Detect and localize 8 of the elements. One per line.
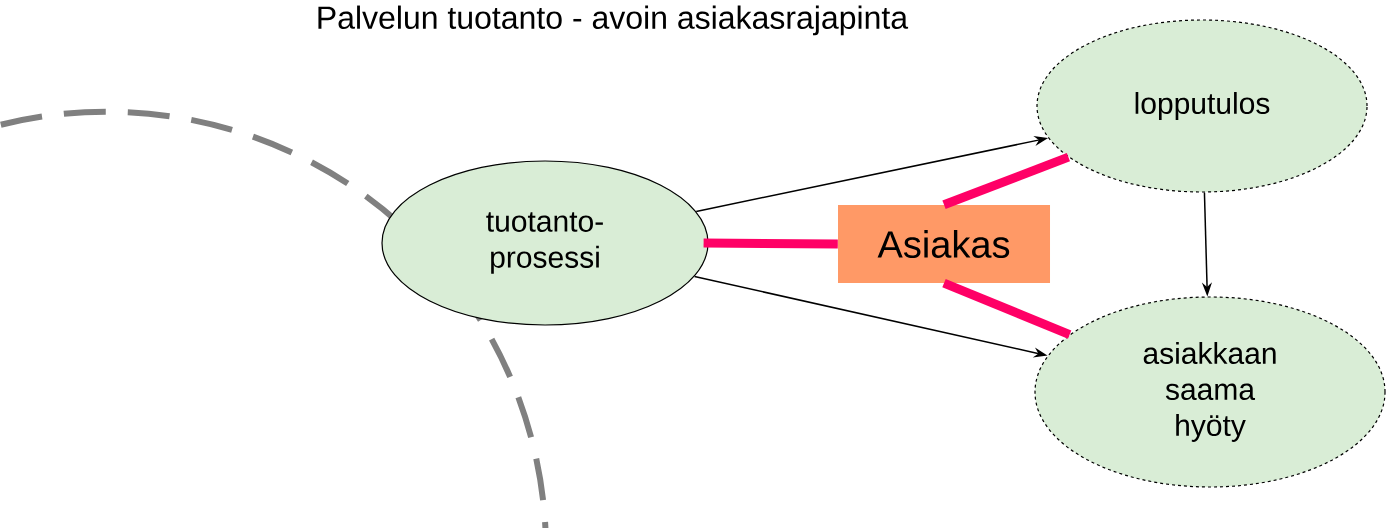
connector: [942, 279, 1072, 339]
connector: [703, 238, 838, 249]
ellipse-node: lopputulos: [1036, 19, 1368, 193]
connector: [942, 152, 1070, 209]
ellipse-node: asiakkaan saama hyöty: [1034, 296, 1386, 488]
ellipse-node: tuotanto-prosessi: [381, 160, 709, 326]
label-box: Asiakas: [838, 205, 1050, 283]
title: Palvelun tuotanto - avoin asiakasrajapinta: [318, 5, 909, 36]
